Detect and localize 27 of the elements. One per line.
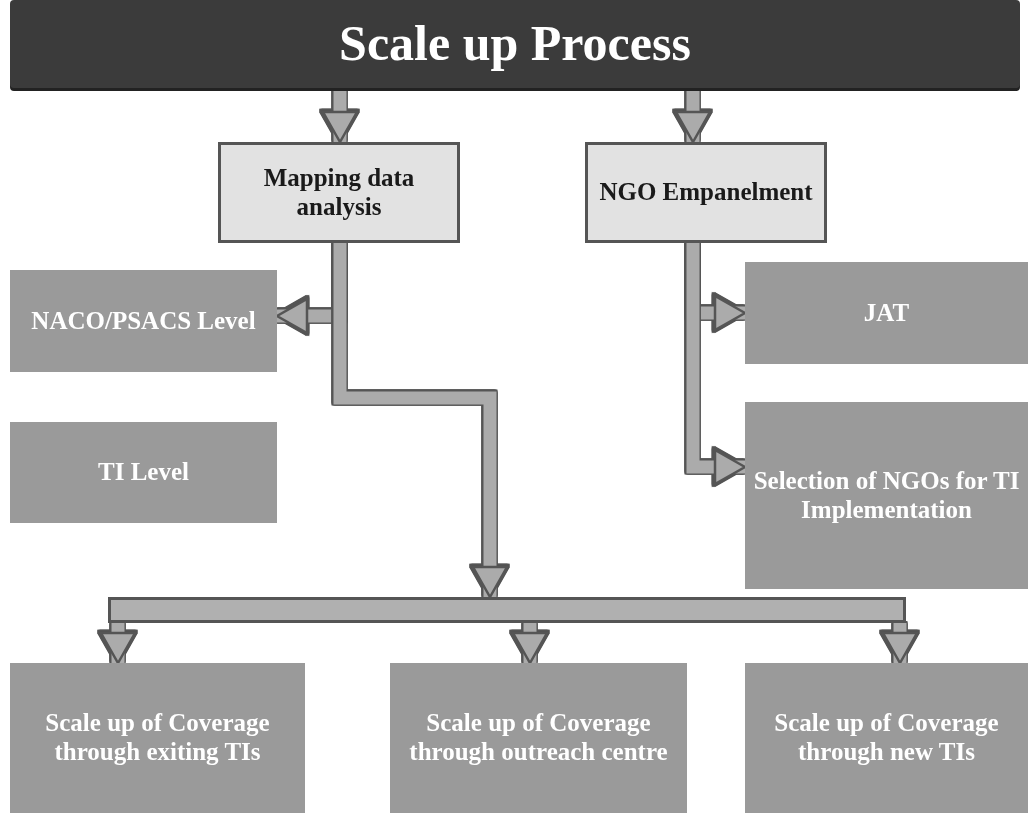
box-label: Selection of NGOs for TI Implementation: [753, 466, 1020, 525]
block-arrow: [881, 623, 919, 665]
distribution-bar: [108, 597, 906, 623]
box-label: Mapping data analysis: [262, 163, 416, 222]
result-box: [745, 402, 1028, 589]
box-label: Scale up of Coverage through outreach centre: [408, 709, 669, 767]
result-box: [10, 663, 305, 813]
title-text: Scale up Process: [339, 15, 691, 73]
result-box: [390, 663, 687, 813]
result-box: [10, 270, 277, 372]
result-box: [10, 422, 277, 523]
box-label: NGO Empanelment: [599, 178, 813, 207]
result-box: [745, 663, 1028, 813]
block-arrow: [674, 88, 712, 144]
box-label: Scale up of Coverage through new TIs: [773, 709, 1000, 767]
block-arrow: [333, 243, 509, 599]
box-label: NACO/PSACS Level: [31, 306, 256, 336]
result-box: [745, 262, 1028, 364]
title-banner: [10, 0, 1020, 88]
process-box: [585, 142, 827, 243]
process-box: [218, 142, 460, 243]
box-label: TI Level: [98, 458, 189, 487]
block-arrow: [686, 243, 747, 486]
box-label: Scale up of Coverage through exiting TIs: [44, 709, 271, 767]
box-label: JAT: [863, 298, 910, 328]
block-arrow: [99, 623, 137, 665]
block-arrow: [321, 88, 359, 144]
